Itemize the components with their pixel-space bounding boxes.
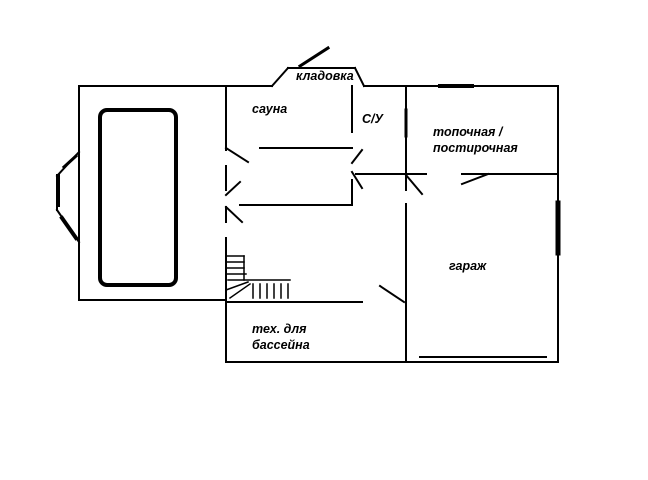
room-label-boiler-line2: постирочная	[433, 141, 518, 155]
room-label-boiler-line1: топочная /	[433, 125, 503, 139]
room-label-storage: кладовка	[296, 69, 354, 83]
sauna-walls	[224, 85, 364, 363]
staircase	[225, 255, 291, 300]
garage-walls	[225, 85, 561, 363]
pool-room-walls	[78, 85, 273, 301]
room-label-sauna: сауна	[252, 102, 288, 116]
pool-basin	[98, 108, 178, 287]
room-label-wc: С/У	[362, 112, 383, 126]
room-label-garage: гараж	[449, 259, 487, 273]
wc-boiler-walls	[355, 85, 559, 363]
room-label-pool-line1: тех. для	[252, 322, 307, 336]
bay-window	[55, 150, 81, 244]
storage-room-walls	[270, 45, 366, 88]
room-label-pool-line2: бассейна	[252, 338, 310, 352]
